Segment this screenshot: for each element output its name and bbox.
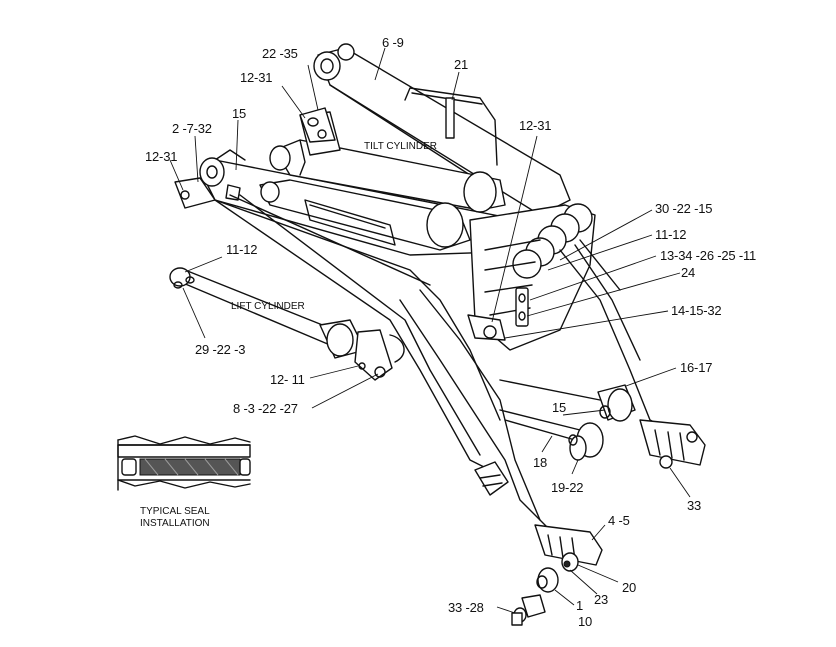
callout-1: 1 <box>576 598 584 613</box>
callout-11-12-right: 11-12 <box>655 227 687 242</box>
callout-12-31-upper: 12-31 <box>240 70 273 85</box>
lift-cylinder <box>169 267 405 381</box>
callout-10: 10 <box>578 614 593 629</box>
lift-cylinder-caption: LIFT CYLINDER <box>231 301 305 312</box>
upper-pin-bracket <box>299 107 336 143</box>
callout-6-9: 6 -9 <box>382 35 404 50</box>
bushings-right <box>499 379 636 461</box>
callout-16-17: 16-17 <box>680 360 713 375</box>
callout-23: 23 <box>594 592 609 607</box>
callout-13-34-26-25-11: 13-34 -26 -25 -11 <box>660 248 757 263</box>
quick-coupler-plates <box>467 203 596 351</box>
typical-seal-caption-line1: TYPICAL SEAL <box>140 506 210 517</box>
tilt-cylinder-arm <box>313 43 571 216</box>
callout-22-35: 22 -35 <box>262 46 298 61</box>
leader-lines <box>169 47 691 614</box>
callout-21: 21 <box>454 57 469 72</box>
callout-24: 24 <box>681 265 696 280</box>
callout-19-22: 19-22 <box>551 480 584 495</box>
lift-arm <box>214 194 561 541</box>
callout-33-28: 33 -28 <box>448 600 484 615</box>
callout-12-31-right: 12-31 <box>519 118 552 133</box>
typical-seal-inset <box>117 435 251 491</box>
callout-15-lower: 15 <box>552 400 567 415</box>
callout-4-5: 4 -5 <box>608 513 630 528</box>
callout-12-11: 12- 11 <box>270 372 305 387</box>
callout-29-22-3: 29 -22 -3 <box>195 342 246 357</box>
callout-8-3-22-27: 8 -3 -22 -27 <box>233 401 298 416</box>
callout-12-31-left: 12-31 <box>145 149 178 164</box>
callout-11-12-left: 11-12 <box>226 242 258 257</box>
callout-33-right: 33 <box>687 498 702 513</box>
callout-20: 20 <box>622 580 637 595</box>
callout-2-7-32: 2 -7-32 <box>172 121 212 136</box>
typical-seal-caption-line2: INSTALLATION <box>140 518 210 529</box>
callout-14-15-32: 14-15-32 <box>671 303 722 318</box>
right-fork-assembly <box>639 419 706 469</box>
cross-tube <box>259 179 471 251</box>
tilt-cylinder-caption: TILT CYLINDER <box>364 141 437 152</box>
handle-bar <box>404 87 498 166</box>
callout-18: 18 <box>533 455 548 470</box>
loose-pin-parts <box>511 567 559 626</box>
boom-pin-bracket <box>174 157 241 209</box>
bottom-fork-assembly <box>534 524 603 572</box>
callout-15-upper: 15 <box>232 106 247 121</box>
mid-bracket <box>474 461 509 496</box>
callout-30-22-15: 30 -22 -15 <box>655 201 713 216</box>
